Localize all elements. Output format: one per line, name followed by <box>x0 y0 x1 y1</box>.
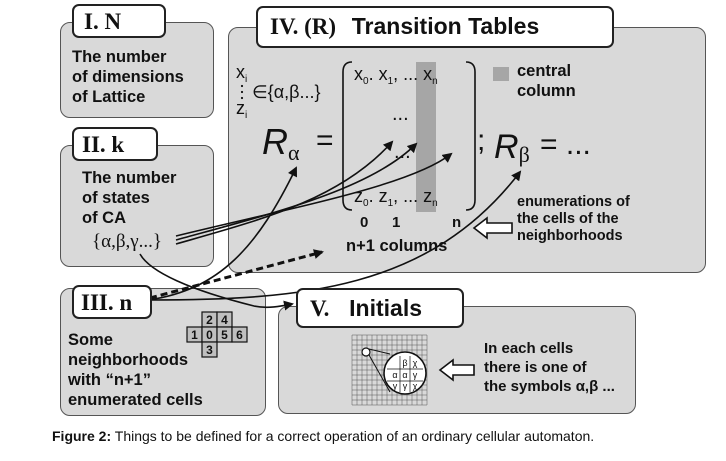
magnified-cell-symbol: α <box>402 370 407 380</box>
states-text: The number of states of CA <box>82 168 176 228</box>
state-symbols: {α,β,γ...} <box>92 231 163 252</box>
lattice-small-marker <box>361 347 371 357</box>
grid-cell-label: 6 <box>236 328 243 342</box>
enumerations-line: the cells of the <box>517 211 619 227</box>
caption-label: Figure 2: <box>52 428 112 444</box>
grid-cell-label: 5 <box>221 328 228 342</box>
states-line: of CA <box>82 209 126 227</box>
r-beta: Rβ <box>494 128 530 167</box>
enumerations-line: enumerations of <box>517 194 630 210</box>
states-line: of states <box>82 189 150 207</box>
neighborhood-grid <box>186 311 248 358</box>
neighborhoods-line: enumerated cells <box>68 391 203 409</box>
tag-initials-title: Initials <box>349 295 423 321</box>
magnified-cell-symbol: χ <box>413 358 418 368</box>
enumerations-text: enumerations of the cells of the neighbo… <box>517 194 630 245</box>
arrow-states-to-row-x1 <box>175 142 418 241</box>
magnified-cell-symbol: γ <box>413 370 418 380</box>
hollow-arrow-enumerations <box>472 216 513 240</box>
hollow-arrow-initials <box>438 358 475 382</box>
arrow-n-to-r-alpha <box>147 166 297 301</box>
magnified-cell-symbol: γ <box>393 381 398 391</box>
panel-states <box>60 145 214 267</box>
r-beta-rest: = ... <box>540 128 591 161</box>
lattice-zoom-line-2 <box>368 354 391 393</box>
magnified-cell-symbol: β <box>402 358 407 368</box>
arrow-states-to-initials <box>139 253 294 311</box>
dimensions-line: of dimensions <box>72 68 184 86</box>
legend-line: column <box>517 82 576 100</box>
magnified-cell-symbol: α <box>392 370 397 380</box>
grid-cell-label: 0 <box>206 328 213 342</box>
arrow-n-to-r-beta <box>147 170 522 301</box>
lattice-magnifier <box>383 351 427 395</box>
columns-label: n+1 columns <box>346 237 448 255</box>
tag-transition-tables: IV. (R) Transition Tables <box>256 6 614 48</box>
transition-formula: xi zi ∈{α,β...} Rα = x0. x1, ... xn ... … <box>236 62 591 231</box>
r-alpha: Rα <box>262 121 300 165</box>
neighborhoods-text: Some neighborhoods with “n+1” enumerated… <box>68 330 203 410</box>
dimensions-text: The number of dimensions of Lattice <box>72 47 184 107</box>
matrix-dots-lower: ... <box>394 141 411 163</box>
magnified-cell-symbol: γ <box>403 381 408 391</box>
tag-neighborhood: III. n <box>72 285 152 319</box>
semicolon: ; <box>477 124 485 157</box>
var-x-i: xi <box>236 62 247 85</box>
tag-transition-title: Transition Tables <box>351 13 540 39</box>
matrix-dots-middle: ... <box>392 103 409 125</box>
neighborhoods-line: Some <box>68 331 113 349</box>
tag-states: II. k <box>72 127 158 161</box>
neighborhoods-line: with “n+1” <box>68 371 151 389</box>
panel-dimensions <box>60 22 214 118</box>
grid-cell-label: 3 <box>206 343 213 357</box>
grid-cell-label: 1 <box>191 328 198 342</box>
initials-line: In each cells <box>484 340 574 357</box>
matrix-row-top: x0. x1, ... xn <box>354 64 438 87</box>
arrow-states-to-row-xn <box>175 152 453 237</box>
central-column-legend: central column <box>517 61 576 101</box>
initials-line: there is one of <box>484 359 587 376</box>
central-column-bar <box>416 62 436 212</box>
initials-line: the symbols α,β ... <box>484 378 615 395</box>
initials-text: In each cells there is one of the symbol… <box>484 339 615 396</box>
tag-dimensions: I. N <box>72 4 166 38</box>
matrix-right-bracket <box>465 61 476 211</box>
magnified-cell-symbol: χ <box>413 381 418 391</box>
tag-initials: V. Initials <box>296 288 464 328</box>
matrix-row-bottom: z0. z1, ... zn <box>354 186 438 209</box>
tag-initials-num: V. <box>310 296 330 321</box>
grid-cell-label: 4 <box>221 313 228 327</box>
column-label-n: n <box>452 214 461 231</box>
lattice-zoom-line-1 <box>368 348 391 355</box>
caption-text: Things to be defined for a correct opera… <box>111 428 595 444</box>
matrix-left-bracket <box>342 61 353 211</box>
equals-sign: = <box>316 124 334 157</box>
panel-transition-tables <box>228 27 706 273</box>
tag-transition-num: IV. (R) <box>270 14 337 39</box>
enumerations-line: neighborhoods <box>517 228 623 244</box>
dimensions-line: of Lattice <box>72 88 146 106</box>
dashed-arrow-n-to-columns <box>149 249 324 300</box>
states-line: The number <box>82 169 177 187</box>
legend-swatch <box>493 67 509 81</box>
legend-line: central <box>517 62 572 80</box>
column-label-1: 1 <box>392 214 400 231</box>
figure-caption: Figure 2: Things to be defined for a cor… <box>52 428 594 444</box>
vertical-dots <box>240 84 244 100</box>
var-z-i: zi <box>236 98 247 121</box>
column-label-0: 0 <box>360 214 368 231</box>
grid-cell-label: 2 <box>206 313 213 327</box>
dimensions-line: The number <box>72 48 167 66</box>
neighborhoods-line: neighborhoods <box>68 351 189 369</box>
membership-set: ∈{α,β...} <box>252 82 320 102</box>
